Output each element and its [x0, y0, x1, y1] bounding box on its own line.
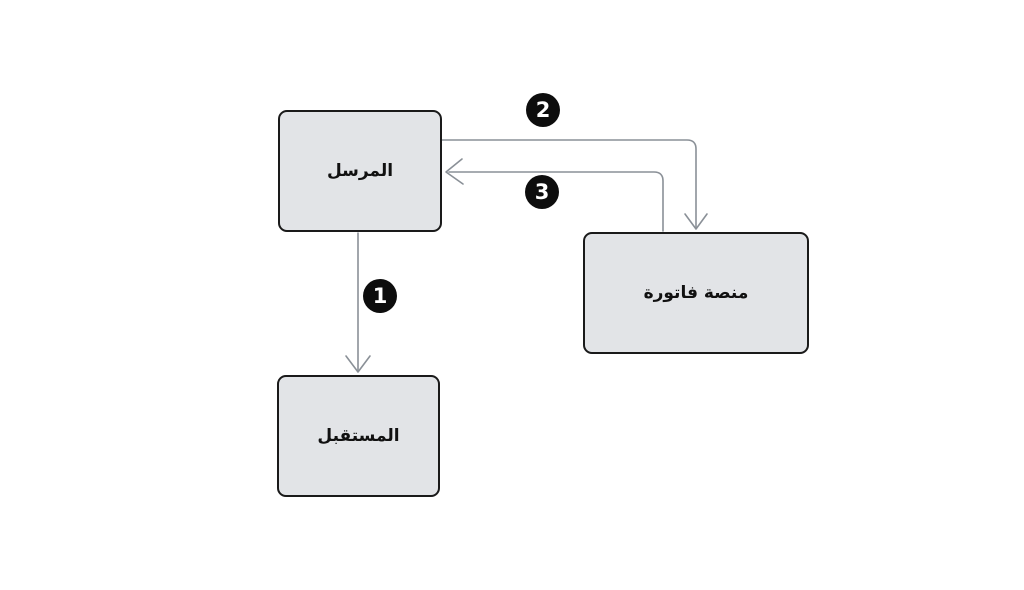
node-platform-label: منصة فاتورة: [643, 282, 749, 303]
node-sender-label: المرسل: [326, 160, 394, 181]
node-sender: المرسل: [278, 110, 442, 232]
step-badge-3: 3: [525, 175, 559, 209]
arrowhead-down-icon: [345, 355, 371, 373]
edge-sender-to-platform: [441, 139, 708, 230]
step-badge-1: 1: [363, 279, 397, 313]
node-receiver-label: المستقبل: [317, 425, 400, 446]
node-platform: منصة فاتورة: [583, 232, 809, 354]
node-receiver: المستقبل: [277, 375, 440, 497]
step-badge-2: 2: [526, 93, 560, 127]
arrowhead-down-icon: [684, 213, 708, 230]
arrowhead-left-icon: [445, 158, 464, 185]
